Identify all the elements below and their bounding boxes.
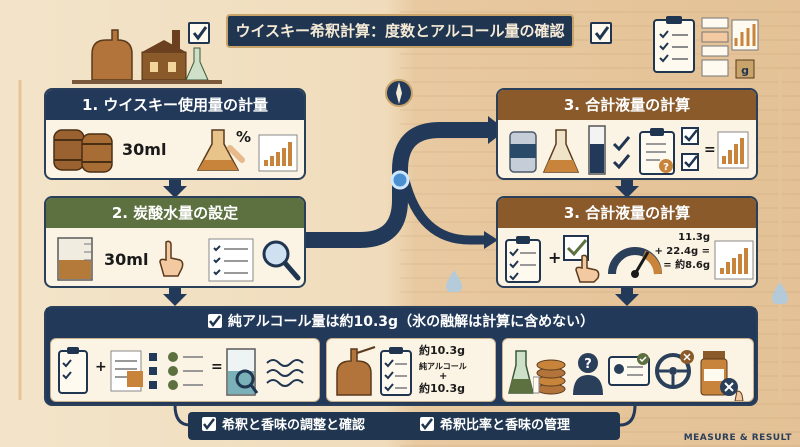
step1-amount: 30ml: [122, 140, 167, 159]
step3a-panel: 3. 合計液量の計算 ? =: [496, 88, 758, 180]
result-sub-left: + =: [50, 338, 320, 402]
person-icon: ?: [573, 353, 603, 395]
checkbox-hand-icon: [563, 235, 600, 283]
percent-symbol: %: [236, 128, 252, 146]
step3b-heading: 3. 合計液量の計算: [498, 198, 756, 228]
id-card-icon: [608, 353, 650, 386]
result-sub-right: ?: [502, 338, 754, 402]
bottom-checkbox-icon-1: [202, 417, 216, 431]
result-panel: 純アルコール量は約10.3g（氷の融解は計算に含めない） + =: [44, 306, 758, 406]
bottom-summary-bar: 希釈と香味の調整と確認 希釈比率と香味の管理: [188, 412, 620, 440]
svg-text:?: ?: [584, 357, 592, 372]
step3b-panel: 3. 合計液量の計算 + 11.3g + 22.4g = = 約8.6g: [496, 196, 758, 288]
flask-icon: [542, 129, 580, 173]
result-heading-row: 純アルコール量は約10.3g（氷の融解は計算に含めない）: [46, 308, 756, 336]
document-list-icon: [110, 350, 203, 392]
calc-line2: + 22.4g =: [654, 246, 710, 257]
checkmarks-icon: [612, 136, 631, 170]
result-calc-line4: 約10.3g: [419, 382, 466, 395]
result-plus: +: [95, 359, 107, 375]
can-icon: [509, 131, 537, 173]
title-checkbox-left: [188, 22, 210, 44]
measuring-cylinder-icon: [588, 125, 606, 175]
coins-icon: [533, 359, 566, 395]
calc-line1: 11.3g: [678, 232, 710, 243]
gauge-icon: [608, 247, 662, 278]
compass-icon: [385, 79, 413, 107]
svg-text:g: g: [741, 64, 749, 77]
flask-icon: [508, 350, 534, 394]
checkbox-list-icon: =: [681, 127, 749, 171]
clipboard-icon: [505, 236, 541, 283]
step1-heading: 1. ウイスキー使用量の計量: [46, 90, 304, 120]
step3a-heading: 3. 合計液量の計算: [498, 90, 756, 120]
result-calc-line3: +: [439, 371, 448, 382]
still-icon: [336, 346, 376, 396]
step3b-plus: +: [548, 248, 562, 267]
magnifier-icon: [262, 240, 301, 281]
calc-line3: = 約8.6g: [663, 260, 710, 271]
bottom-item-2-label: 希釈比率と香味の管理: [440, 418, 571, 433]
bar-chart-icon: [714, 240, 754, 280]
clipboard-icon: ?: [639, 128, 675, 175]
result-sub-middle: 約10.3g 純アルコール + 約10.3g: [326, 338, 496, 402]
beaker-magnifier-icon: [226, 348, 304, 396]
result-calc-line2: 純アルコール: [419, 362, 467, 371]
clipboard-chart-icon: g: [653, 16, 759, 79]
checklist-icon: [208, 238, 254, 282]
svg-text:?: ?: [663, 162, 669, 173]
bottom-item-1-label: 希釈と香味の調整と確認: [222, 418, 366, 433]
bottom-item-1: 希釈と香味の調整と確認: [202, 412, 365, 440]
flask-icon: [196, 129, 245, 171]
step2-panel: 2. 炭酸水量の設定 30ml: [44, 196, 306, 288]
result-calc-line1: 約10.3g: [419, 344, 466, 357]
water-drop-icon: [446, 270, 462, 292]
result-heading: 純アルコール量は約10.3g（氷の融解は計算に含めない）: [227, 314, 595, 330]
clipboard-icon: [58, 347, 88, 394]
whisky-barrel-icon: [53, 129, 113, 173]
page-title: ウイスキー希釈計算：度数とアルコール量の確認: [226, 14, 574, 48]
svg-text:=: =: [704, 142, 716, 158]
footer-caption: MEASURE & RESULT: [683, 433, 792, 443]
bottom-checkbox-icon-2: [420, 417, 434, 431]
clipboard-icon: [380, 347, 412, 396]
bottom-item-2: 希釈比率と香味の管理: [420, 412, 570, 440]
jar-icon: [700, 351, 744, 401]
result-checkbox-icon: [207, 314, 222, 328]
bar-chart-icon: [258, 134, 298, 172]
title-checkbox-right: [590, 22, 612, 44]
hand-pointer-icon: [159, 240, 184, 277]
steering-wheel-icon: [655, 350, 694, 389]
water-drop-icon: [772, 282, 788, 304]
distillery-icon: [72, 29, 222, 84]
step2-heading: 2. 炭酸水量の設定: [46, 198, 304, 228]
step1-panel: 1. ウイスキー使用量の計量 30ml %: [44, 88, 306, 180]
result-equals: =: [211, 359, 223, 375]
step2-amount: 30ml: [104, 250, 149, 269]
beaker-icon: [57, 237, 93, 281]
